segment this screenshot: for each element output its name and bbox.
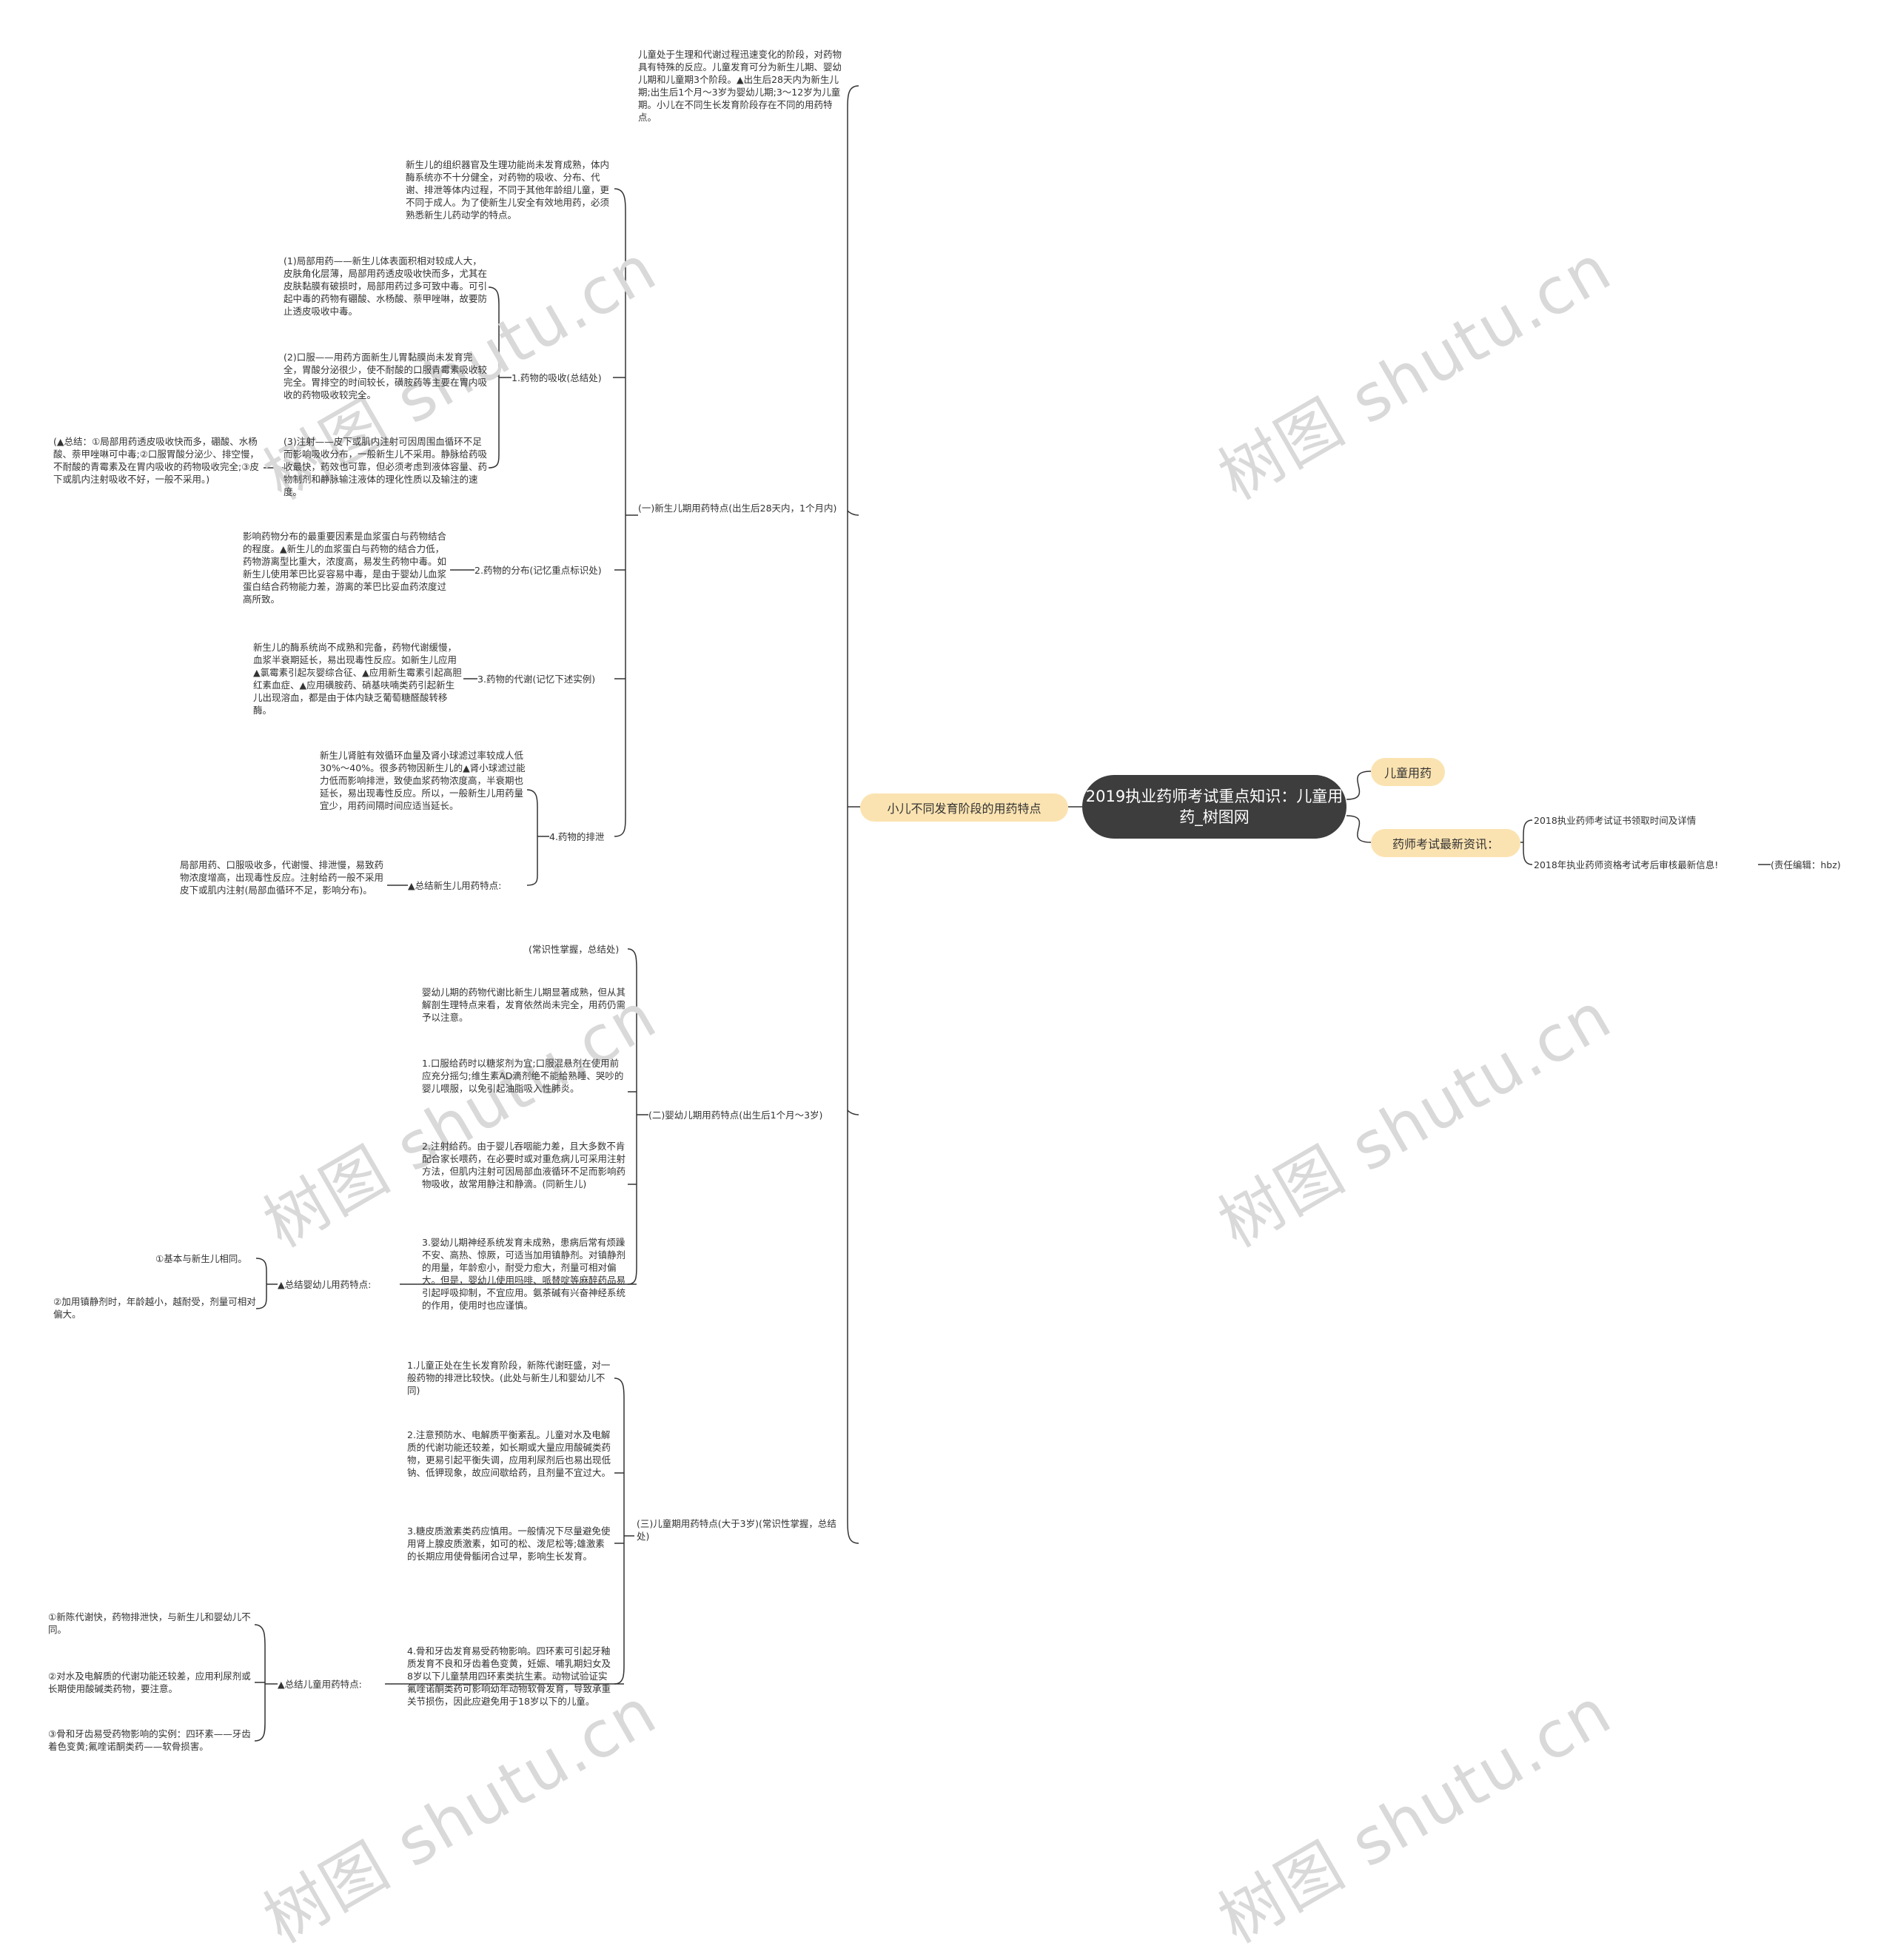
dist-text: 影响药物分布的最重要因素是血浆蛋白与药物结合的程度。▲新生儿的血浆蛋白与药物的结… [243,531,447,605]
sec2-item-sedative: 3.婴幼儿期神经系统发育未成熟，患病后常有烦躁不安、高热、惊厥，可适当加用镇静剂… [422,1237,626,1311]
sec3-item-metabolism: 1.儿童正处在生长发育阶段，新陈代谢旺盛，对一般药物的排泄比较快。(此处与新生儿… [407,1360,611,1396]
sec2-label[interactable]: (二)婴幼儿期用药特点(出生后1个月～3岁) [648,1110,823,1121]
infant-summary-label[interactable]: ▲总结婴幼儿用药特点: [278,1279,372,1290]
infant-summary-2: ②加用镇静剂时，年龄越小，越耐受，剂量可相对偏大。 [53,1296,256,1320]
sec3-item-electrolyte: 2.注意预防水、电解质平衡紊乱。儿童对水及电解质的代谢功能还较差，如长期或大量应… [407,1429,611,1478]
main-branch-node[interactable]: 小儿不同发育阶段的用药特点 [860,793,1068,822]
dist-label[interactable]: 2.药物的分布(记忆重点标识处) [474,565,602,576]
sec1-desc: 新生儿的组织器官及生理功能尚未发育成熟，体内酶系统亦不十分健全，对药物的吸收、分… [406,159,610,221]
editor-note: (责任编辑：hbz) [1771,859,1841,870]
newborn-summary-label[interactable]: ▲总结新生儿用药特点: [408,880,502,891]
sec3-item-steroid: 3.糖皮质激素类药应慎用。一般情况下尽量避免使用肾上腺皮质激素，如可的松、泼尼松… [407,1526,611,1562]
sec2-item-oral: 1.口服给药时以糖浆剂为宜;口服混悬剂在使用前应充分摇匀;维生素AD滴剂绝不能给… [422,1058,624,1094]
sec3-item-bone-teeth: 4.骨和牙齿发育易受药物影响。四环素可引起牙釉质发育不良和牙齿着色变黄，妊娠、哺… [407,1645,611,1707]
intro-text: 儿童处于生理和代谢过程迅速变化的阶段，对药物具有特殊的反应。儿童发育可分为新生儿… [638,49,842,123]
connector-lines [254,85,1771,1742]
excr-label[interactable]: 4.药物的排泄 [549,831,605,842]
sec3-label[interactable]: (三)儿童期用药特点(大于3岁)(常识性掌握，总结处) [637,1518,836,1542]
child-summary-1: ①新陈代谢快，药物排泄快，与新生儿和婴幼儿不同。 [48,1611,251,1635]
absorb-label[interactable]: 1.药物的吸收(总结处) [512,372,602,383]
absorb-oral: (2)口服——用药方面新生儿胃黏膜尚未发育完全，胃酸分泌很少，使不耐酸的口服青霉… [284,352,488,400]
child-summary-label[interactable]: ▲总结儿童用药特点: [278,1679,362,1690]
absorb-local: (1)局部用药——新生儿体表面积相对较成人大，皮肤角化层薄，局部用药透皮吸收快而… [284,255,488,317]
infant-summary-1: ①基本与新生儿相同。 [155,1253,247,1264]
sec2-item-injection: 2.注射给药。由于婴儿吞咽能力差，且大多数不肯配合家长喂药，在必要时或对重危病儿… [422,1141,626,1189]
excr-text: 新生儿肾脏有效循环血量及肾小球滤过率较成人低30%～40%。很多药物因新生儿的▲… [320,750,526,811]
sec2-note: (常识性掌握，总结处) [529,944,620,955]
newborn-summary-text: 局部用药、口服吸收多，代谢慢、排泄慢，易致药物浓度增高，出现毒性反应。注射给药一… [180,859,384,896]
child-summary-2: ②对水及电解质的代谢功能还较差，应用利尿剂或长期使用酸碱类药物，要注意。 [48,1671,251,1694]
child-drug-node[interactable]: 儿童用药 [1371,758,1445,786]
root-node[interactable]: 2019执业药师考试重点知识：儿童用药_树图网 [1082,775,1346,839]
sec1-label[interactable]: (一)新生儿期用药特点(出生后28天内，1个月内) [638,503,837,514]
news-node[interactable]: 药师考试最新资讯： [1371,829,1520,857]
absorb-injection: (3)注射——皮下或肌内注射可因周围血循环不足而影响吸收分布，一般新生儿不采用。… [284,436,488,497]
absorb-summary: (▲总结：①局部用药透皮吸收快而多，硼酸、水杨酸、萘甲唑啉可中毒;②口服胃酸分泌… [53,436,259,485]
sec2-desc: 婴幼儿期的药物代谢比新生儿期显著成熟，但从其解剖生理特点来看，发育依然尚未完全，… [422,987,626,1023]
news-item-1[interactable]: 2018执业药师考试证书领取时间及详情 [1534,815,1697,826]
news-item-2[interactable]: 2018年执业药师资格考试考后审核最新信息! [1534,859,1719,870]
child-summary-3: ③骨和牙齿易受药物影响的实例：四环素——牙齿着色变黄;氟喹诺酮类药——软骨损害。 [48,1728,251,1752]
metab-label[interactable]: 3.药物的代谢(记忆下述实例) [477,674,596,685]
metab-text: 新生儿的酶系统尚不成熟和完备，药物代谢缓慢，血浆半衰期延长，易出现毒性反应。如新… [253,642,462,716]
